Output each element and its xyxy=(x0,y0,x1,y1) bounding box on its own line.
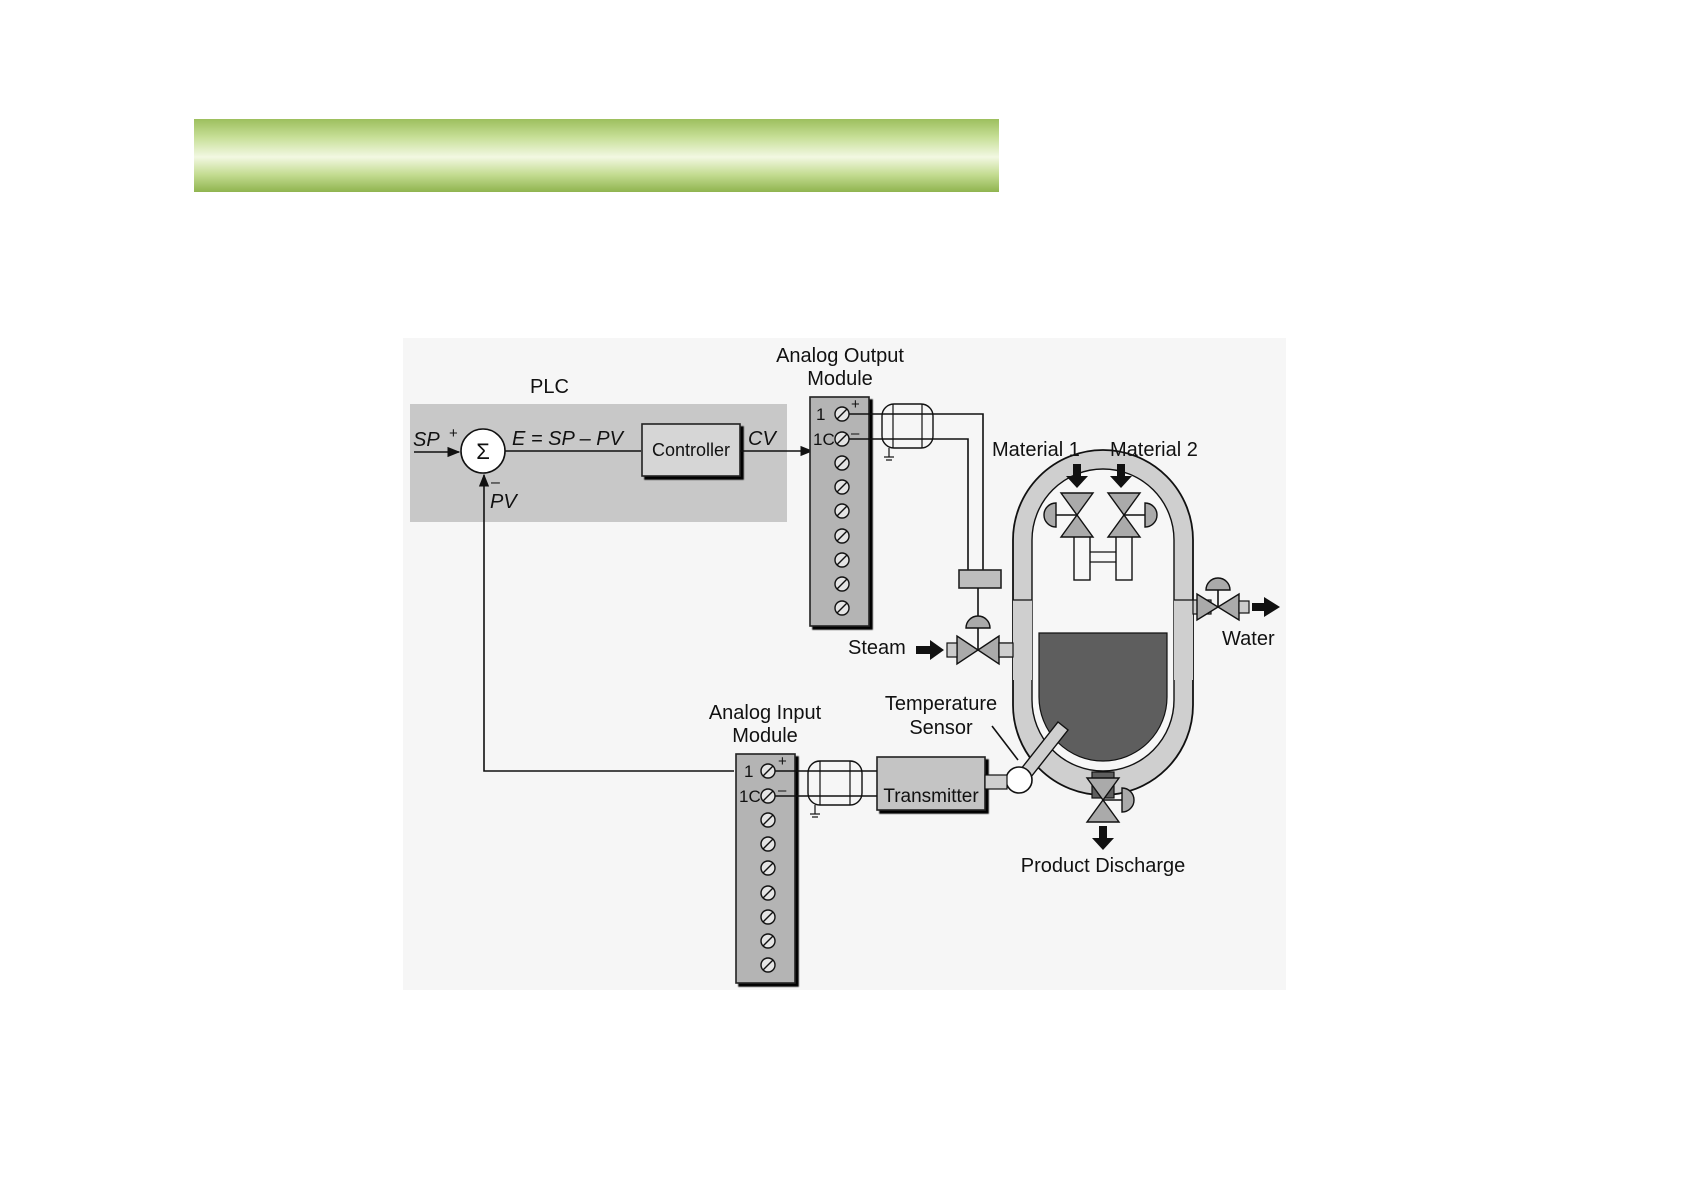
output-terminal-screws xyxy=(835,407,849,615)
output-terminal-1c: 1C xyxy=(813,430,835,449)
temperature-sensor-label-2: Sensor xyxy=(909,717,973,739)
pv-minus-sign: – xyxy=(491,474,500,491)
temperature-sensor-label: Temperature xyxy=(885,693,997,715)
plc-label: PLC xyxy=(530,376,569,398)
input-module-label-2: Module xyxy=(732,725,798,747)
output-module-label: Analog Output xyxy=(776,345,904,367)
controller-label: Controller xyxy=(652,440,730,460)
process-variable-label: PV xyxy=(490,491,518,513)
setpoint-label: SP xyxy=(413,429,440,451)
input-module-label: Analog Input xyxy=(709,702,822,724)
transmitter-label: Transmitter xyxy=(883,786,979,807)
input-terminal-1c: 1C xyxy=(739,787,761,806)
reactor-vessel xyxy=(999,450,1211,798)
output-module-label-2: Module xyxy=(807,368,873,390)
sigma-symbol: Σ xyxy=(476,439,490,464)
water-label: Water xyxy=(1222,628,1275,650)
input-terminal-screws xyxy=(761,764,775,972)
material-2-label: Material 2 xyxy=(1110,439,1198,461)
input-terminal-1: 1 xyxy=(744,762,753,781)
output-terminal-1: 1 xyxy=(816,405,825,424)
control-variable-label: CV xyxy=(748,428,777,450)
material-1-label: Material 1 xyxy=(992,439,1080,461)
error-equation: E = SP – PV xyxy=(512,428,625,450)
output-plus: + xyxy=(851,396,860,413)
steam-label: Steam xyxy=(848,637,906,659)
product-discharge-label: Product Discharge xyxy=(1021,855,1186,877)
sensor-bulb xyxy=(1006,767,1032,793)
sp-plus-sign: + xyxy=(449,425,458,442)
input-plus: + xyxy=(778,753,787,770)
